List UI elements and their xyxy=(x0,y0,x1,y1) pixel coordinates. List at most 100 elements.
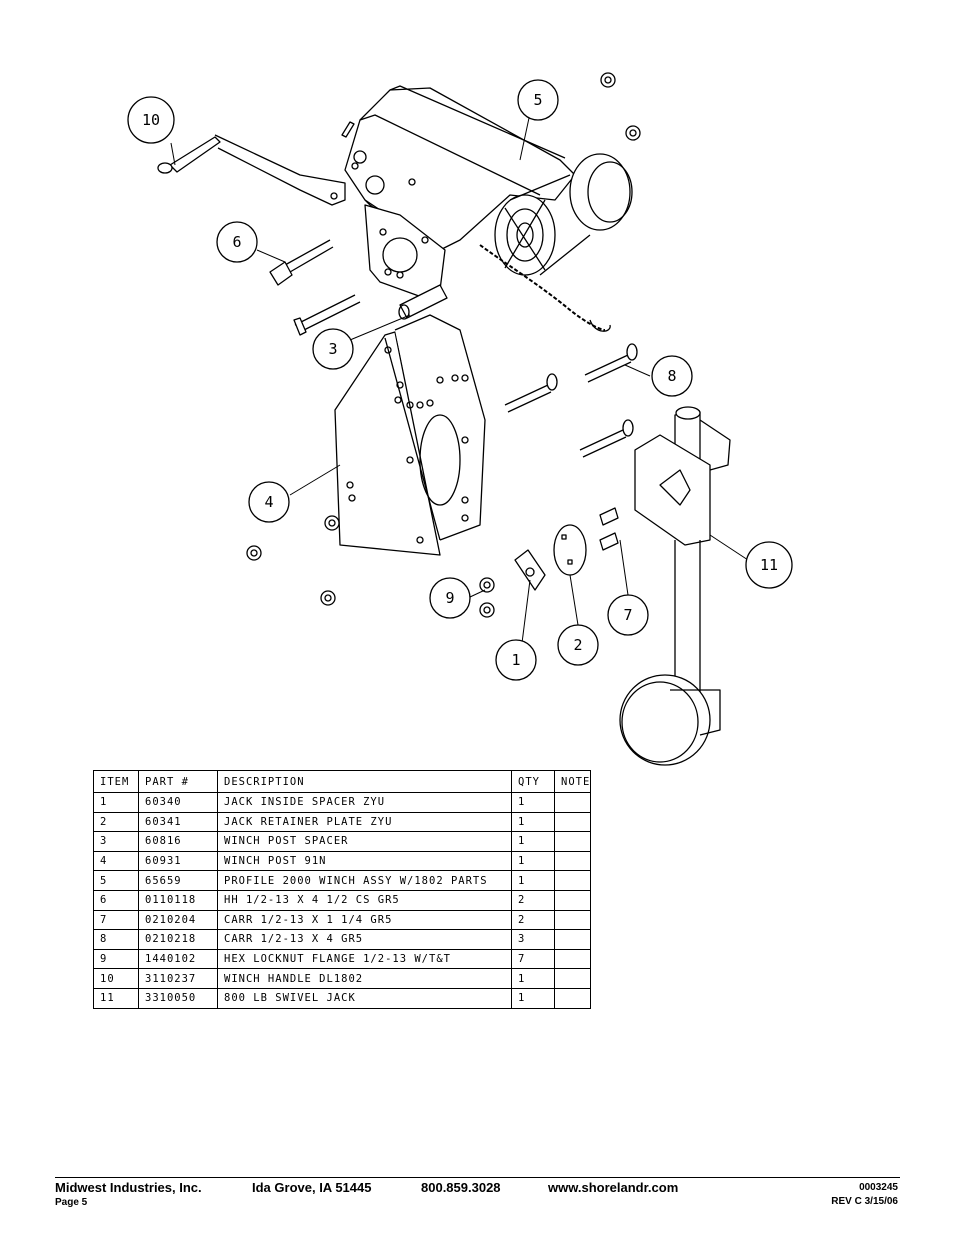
cell-note xyxy=(554,968,591,989)
footer-phone: 800.859.3028 xyxy=(421,1180,501,1195)
cell-part-number: 1440102 xyxy=(138,948,218,970)
footer-page: Page 5 xyxy=(55,1197,88,1208)
svg-text:5: 5 xyxy=(533,91,542,109)
header-description: DESCRIPTION xyxy=(217,770,512,793)
cell-qty: 2 xyxy=(511,889,555,911)
cell-note xyxy=(554,889,591,911)
cell-item: 8 xyxy=(93,929,139,950)
winch-bracket xyxy=(364,204,446,301)
cell-note xyxy=(554,870,591,891)
cell-part-number: 60816 xyxy=(138,831,218,852)
cell-qty: 3 xyxy=(511,929,555,950)
cell-description: HEX LOCKNUT FLANGE 1/2-13 W/T&T xyxy=(217,948,512,970)
winch-post-spacer xyxy=(398,284,448,320)
cell-note xyxy=(554,948,591,970)
cell-part-number: 65659 xyxy=(138,870,218,891)
svg-text:4: 4 xyxy=(264,493,273,511)
cell-part-number: 3310050 xyxy=(138,987,218,1009)
hex-locknut xyxy=(246,72,641,618)
swivel-jack xyxy=(619,406,731,766)
svg-text:9: 9 xyxy=(445,589,454,607)
svg-text:7: 7 xyxy=(623,606,632,624)
svg-text:8: 8 xyxy=(667,367,676,385)
cell-note xyxy=(554,987,591,1009)
cell-qty: 1 xyxy=(511,987,555,1009)
cell-description: 800 LB SWIVEL JACK xyxy=(217,987,512,1009)
winch-assembly xyxy=(341,85,633,332)
cell-description: WINCH POST SPACER xyxy=(217,831,512,852)
balloon-9: 9 xyxy=(429,577,471,619)
jack-parts xyxy=(514,524,587,591)
balloon-2: 2 xyxy=(557,624,599,666)
cell-description: WINCH HANDLE DL1802 xyxy=(217,968,512,989)
cell-qty: 1 xyxy=(511,968,555,989)
cell-description: PROFILE 2000 WINCH ASSY W/1802 PARTS xyxy=(217,870,512,891)
balloon-3: 3 xyxy=(312,328,354,370)
header-note: NOTE xyxy=(554,770,591,793)
cell-note xyxy=(554,831,591,852)
cell-qty: 2 xyxy=(511,909,555,931)
cell-note xyxy=(554,811,591,833)
cell-note xyxy=(554,792,591,813)
cell-description: CARR 1/2-13 X 4 GR5 xyxy=(217,929,512,950)
svg-text:6: 6 xyxy=(232,233,241,251)
cell-item: 11 xyxy=(93,987,139,1009)
cell-item: 6 xyxy=(93,889,139,911)
cell-item: 5 xyxy=(93,870,139,891)
cell-qty: 7 xyxy=(511,948,555,970)
cell-part-number: 60340 xyxy=(138,792,218,813)
svg-text:2: 2 xyxy=(573,636,582,654)
balloon-11: 11 xyxy=(745,541,793,589)
cell-note xyxy=(554,909,591,931)
carriage-bolt-8 xyxy=(504,343,638,458)
cell-part-number: 60931 xyxy=(138,850,218,872)
footer-doc-number: 0003245 xyxy=(859,1182,898,1193)
cell-qty: 1 xyxy=(511,870,555,891)
cell-item: 3 xyxy=(93,831,139,852)
footer-company: Midwest Industries, Inc. xyxy=(55,1180,202,1195)
cell-note xyxy=(554,929,591,950)
svg-text:1: 1 xyxy=(511,651,520,669)
balloon-10: 10 xyxy=(127,96,175,144)
cell-description: WINCH POST 91N xyxy=(217,850,512,872)
balloon-7: 7 xyxy=(607,594,649,636)
header-qty: QTY xyxy=(511,770,555,793)
header-item: ITEM xyxy=(93,770,139,793)
table-header-row: ITEM PART # DESCRIPTION QTY NOTE xyxy=(93,770,591,793)
cell-description: JACK INSIDE SPACER ZYU xyxy=(217,792,512,813)
carriage-bolt-7 xyxy=(599,507,619,551)
cell-description: CARR 1/2-13 X 1 1/4 GR5 xyxy=(217,909,512,931)
balloon-6: 6 xyxy=(216,221,258,263)
cell-item: 1 xyxy=(93,792,139,813)
cell-item: 2 xyxy=(93,811,139,833)
footer-city: Ida Grove, IA 51445 xyxy=(252,1180,372,1195)
footer-divider xyxy=(55,1177,900,1178)
svg-text:11: 11 xyxy=(760,556,778,574)
balloon-1: 1 xyxy=(495,639,537,681)
cell-description: HH 1/2-13 X 4 1/2 CS GR5 xyxy=(217,889,512,911)
footer-revision: REV C 3/15/06 xyxy=(831,1196,898,1207)
svg-text:10: 10 xyxy=(142,111,160,129)
cell-item: 4 xyxy=(93,850,139,872)
balloon-4: 4 xyxy=(248,481,290,523)
cell-item: 9 xyxy=(93,948,139,970)
bolt-6 xyxy=(269,239,361,336)
cell-part-number: 3110237 xyxy=(138,968,218,989)
footer-website: www.shorelandr.com xyxy=(548,1180,679,1195)
cell-part-number: 60341 xyxy=(138,811,218,833)
cell-qty: 1 xyxy=(511,792,555,813)
cell-qty: 1 xyxy=(511,811,555,833)
